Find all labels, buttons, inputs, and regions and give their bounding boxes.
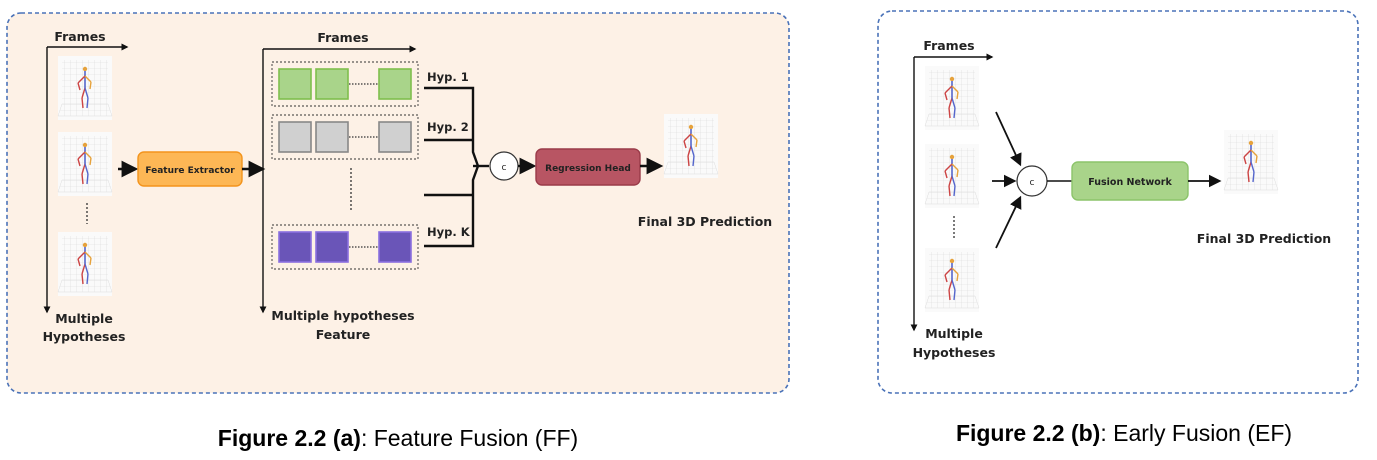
hyp1-feature-block — [378, 68, 412, 100]
caption-a-bold: Figure 2.2 (a) — [218, 425, 361, 451]
frames-label-right: Frames — [317, 30, 368, 45]
hyp-label-k: Hyp. K — [427, 225, 471, 239]
hyp-axis-label-left-1: Multiple — [55, 311, 113, 326]
hyp-label-1: Hyp. 1 — [427, 70, 469, 84]
pose-skeleton-icon — [924, 247, 980, 313]
concat-symbol-a: c — [502, 163, 507, 173]
hyp2-feature-block — [315, 121, 349, 153]
frames-label-left: Frames — [54, 29, 105, 44]
caption-a: Figure 2.2 (a): Feature Fusion (FF) — [218, 425, 578, 451]
features-label-1: Multiple hypotheses — [271, 308, 414, 323]
pose-skeleton-icon — [57, 131, 113, 197]
final-prediction-label-a: Final 3D Prediction — [638, 214, 772, 229]
hypk-feature-block — [278, 231, 312, 263]
hypk-feature-row — [271, 224, 419, 270]
hyp1-feature-block — [278, 68, 312, 100]
pose-skeleton-icon — [663, 113, 719, 179]
concat-symbol-b: c — [1030, 178, 1035, 188]
features-label-2: Feature — [316, 327, 370, 342]
hyp-axis-label-left-2: Hypotheses — [43, 329, 126, 344]
hyp1-feature-row — [271, 61, 419, 107]
panel-b-frame — [877, 10, 1359, 394]
hyp1-feature-block — [315, 68, 349, 100]
hyp-axis-label-b-2: Hypotheses — [913, 345, 996, 360]
hypk-feature-block — [378, 231, 412, 263]
hyp2-feature-block — [378, 121, 412, 153]
arrow-icon — [995, 195, 1022, 249]
caption-b: Figure 2.2 (b): Early Fusion (EF) — [956, 420, 1292, 446]
hyp2-feature-block — [278, 121, 312, 153]
fusion-network-label: Fusion Network — [1088, 177, 1172, 188]
feature-extractor-label: Feature Extractor — [145, 166, 235, 176]
caption-b-bold: Figure 2.2 (b) — [956, 420, 1100, 446]
caption-a-rest: : Feature Fusion (FF) — [361, 425, 578, 451]
regression-head-label: Regression Head — [545, 164, 631, 174]
hyp2-feature-row — [271, 114, 419, 160]
hyp-axis-label-b-1: Multiple — [925, 326, 983, 341]
pose-skeleton-icon — [57, 55, 113, 121]
panel-a-frame — [6, 12, 790, 394]
frames-label-b: Frames — [923, 38, 974, 53]
hypk-feature-block — [315, 231, 349, 263]
merge-bracket — [424, 86, 489, 248]
arrow-icon — [995, 111, 1022, 167]
pose-skeleton-icon — [924, 65, 980, 131]
pose-skeleton-icon — [57, 231, 113, 297]
pose-skeleton-icon — [1223, 129, 1279, 195]
hyp-label-2: Hyp. 2 — [427, 120, 469, 134]
caption-b-rest: : Early Fusion (EF) — [1100, 420, 1292, 446]
final-prediction-label-b: Final 3D Prediction — [1197, 231, 1331, 246]
pose-skeleton-icon — [924, 143, 980, 209]
